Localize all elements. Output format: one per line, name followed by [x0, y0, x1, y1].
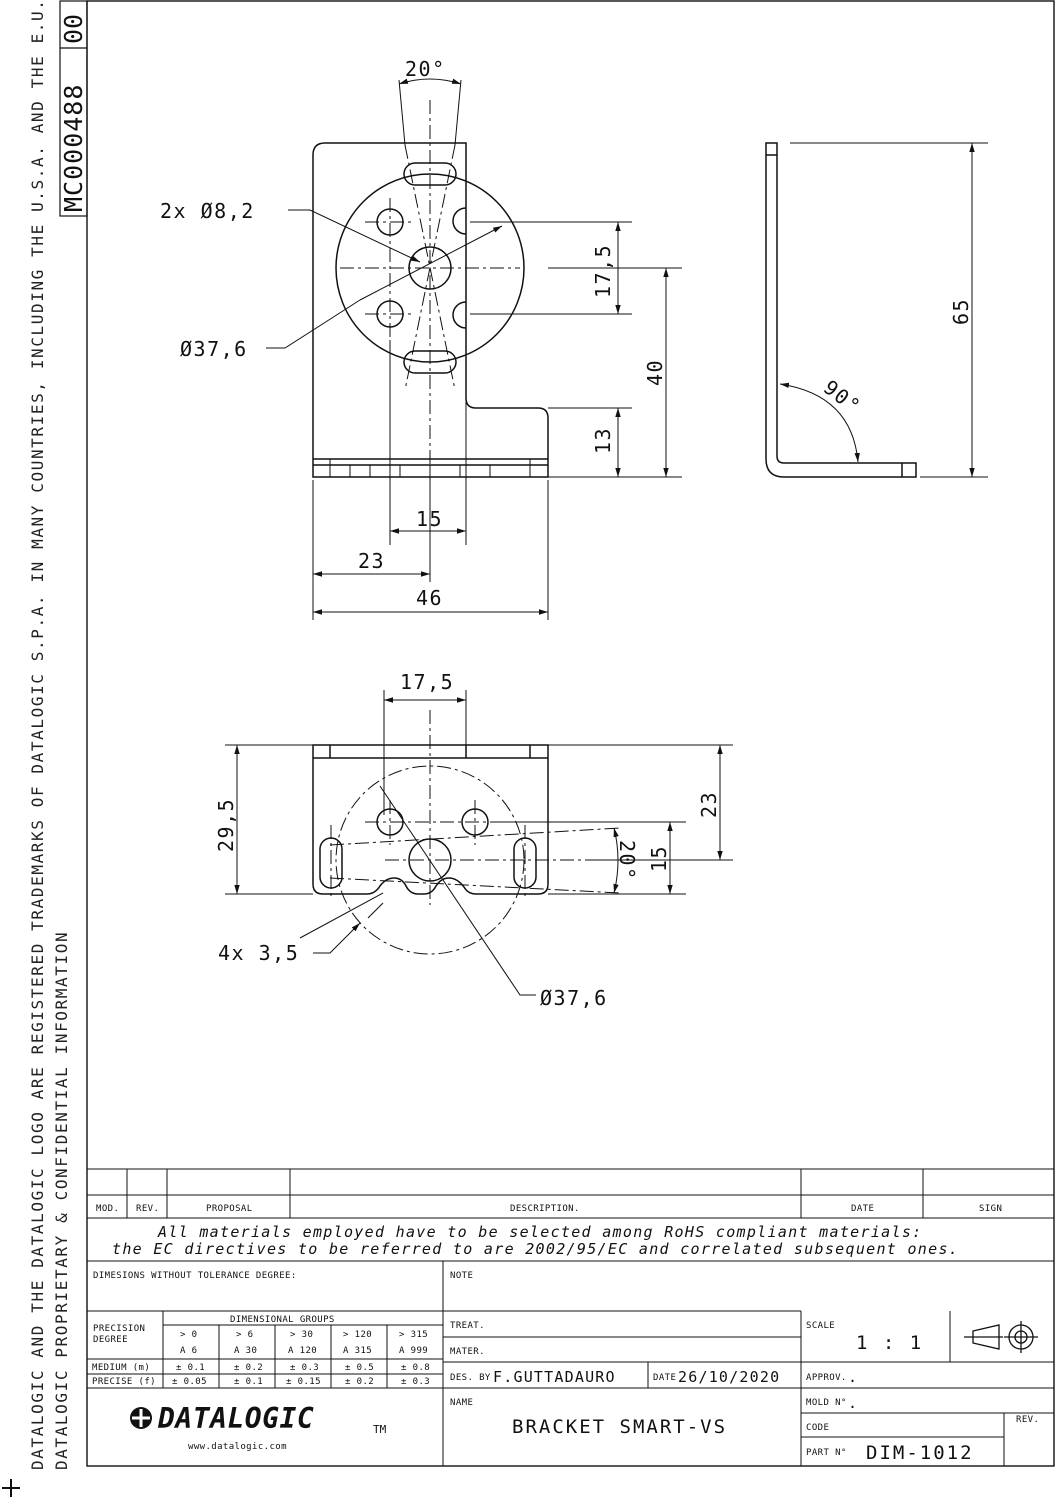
- bottom-view-dimension-lines: [225, 690, 733, 996]
- dim-side-65: 65: [949, 298, 973, 325]
- precise-value-cell: ± 0.1: [234, 1377, 263, 1387]
- treat-label: TREAT.: [450, 1321, 485, 1331]
- precise-values-row: ± 0.05 ± 0.1 ± 0.15 ± 0.2 ± 0.3: [172, 1377, 430, 1387]
- datalogic-logo: DATALOGIC TM: [130, 1402, 387, 1436]
- precise-value-cell: ± 0.15: [286, 1377, 321, 1387]
- date-label: DATE: [653, 1373, 676, 1383]
- group-top-cell: > 0: [180, 1330, 197, 1340]
- part-number-value: DIM-1012: [866, 1442, 974, 1464]
- group-top-cell: > 315: [399, 1330, 428, 1340]
- tolerance-title: DIMESIONS WITHOUT TOLERANCE DEGREE:: [93, 1271, 297, 1281]
- dim-groups-label: DIMENSIONAL GROUPS: [230, 1315, 335, 1325]
- des-by-label: DES. BY: [450, 1373, 491, 1383]
- medium-label: MEDIUM (m): [92, 1363, 150, 1373]
- group-top-cell: > 30: [290, 1330, 313, 1340]
- confidential-legend: DATALOGIC PROPRIETARY & CONFIDENTIAL INF…: [52, 930, 71, 1470]
- dim-h-23: 23: [358, 549, 385, 573]
- front-view-dimension-lines: [266, 78, 682, 620]
- precise-value-cell: ± 0.3: [401, 1377, 430, 1387]
- part-name: BRACKET SMART-VS: [512, 1416, 727, 1438]
- medium-values-row: ± 0.1 ± 0.2 ± 0.3 ± 0.5 ± 0.8: [176, 1363, 430, 1373]
- medium-value-cell: ± 0.5: [345, 1363, 374, 1373]
- group-bottom-cell: A 120: [288, 1346, 317, 1356]
- dim-diameter-bottom: Ø37,6: [540, 986, 608, 1010]
- scale-value: 1 : 1: [856, 1332, 923, 1354]
- dim-bottom-23: 23: [697, 791, 721, 818]
- title-block-grid: [87, 1260, 1054, 1467]
- precision-label-1: PRECISION: [93, 1324, 145, 1334]
- group-bottom-cell: A 999: [399, 1346, 428, 1356]
- note-label: NOTE: [450, 1271, 473, 1281]
- logo-tm: TM: [373, 1423, 387, 1436]
- mater-label: MATER.: [450, 1347, 485, 1357]
- front-view-centerlines: [340, 100, 520, 480]
- precise-value-cell: ± 0.05: [172, 1377, 207, 1387]
- mold-value: .: [848, 1394, 858, 1412]
- part-number-label: PART N°: [806, 1448, 847, 1458]
- side-view-dimension-lines: [779, 142, 988, 478]
- dim-h-15: 15: [416, 507, 443, 531]
- dim-side-angle: 90°: [819, 375, 866, 419]
- mold-label: MOLD N°: [806, 1398, 847, 1408]
- group-bottom-cell: A 30: [234, 1346, 257, 1356]
- dim-bottom-17-5: 17,5: [400, 670, 454, 694]
- groups-top-row: > 0 > 6 > 30 > 120 > 315: [180, 1330, 428, 1340]
- website-text: www.datalogic.com: [188, 1442, 287, 1452]
- dim-bottom-angle: 20°: [615, 840, 639, 881]
- logo-wordmark: DATALOGIC: [157, 1402, 314, 1435]
- dim-holes-4x: 4x 3,5: [218, 941, 299, 965]
- medium-value-cell: ± 0.3: [290, 1363, 319, 1373]
- rev-header-mod: MOD.: [96, 1204, 119, 1214]
- dim-diameter-top: Ø37,6: [180, 337, 248, 361]
- group-bottom-cell: A 315: [343, 1346, 372, 1356]
- rev-header-proposal: PROPOSAL: [206, 1204, 253, 1214]
- medium-value-cell: ± 0.2: [234, 1363, 263, 1373]
- drawing-code-rev: 00: [59, 14, 88, 44]
- scale-label: SCALE: [806, 1321, 835, 1331]
- name-label: NAME: [450, 1398, 473, 1408]
- rev-header-rev: REV.: [136, 1204, 159, 1214]
- dim-v-17-5: 17,5: [591, 244, 615, 298]
- rev-header-sign: SIGN: [979, 1204, 1002, 1214]
- precise-label: PRECISE (f): [92, 1377, 156, 1387]
- precise-value-cell: ± 0.2: [345, 1377, 374, 1387]
- medium-value-cell: ± 0.8: [401, 1363, 430, 1373]
- date-value: 26/10/2020: [678, 1368, 780, 1386]
- drawing-code-box: MC000488 00: [59, 0, 88, 217]
- approv-value: .: [848, 1368, 858, 1386]
- dim-holes-2x: 2x Ø8,2: [160, 199, 255, 223]
- registration-mark: [2, 1479, 20, 1497]
- rev-label: REV.: [1016, 1415, 1039, 1425]
- dim-h-46: 46: [416, 586, 443, 610]
- groups-bottom-row: A 6 A 30 A 120 A 315 A 999: [180, 1346, 428, 1356]
- trademark-legend: DATALOGIC AND THE DATALOGIC LOGO ARE REG…: [28, 0, 47, 1470]
- rev-header-description: DESCRIPTION.: [510, 1204, 580, 1214]
- bottom-view-centerlines: [329, 710, 621, 955]
- dim-bottom-15: 15: [647, 845, 671, 872]
- approv-label: APPROV.: [806, 1373, 847, 1383]
- medium-value-cell: ± 0.1: [176, 1363, 205, 1373]
- dim-v-13: 13: [591, 427, 615, 454]
- group-top-cell: > 120: [343, 1330, 372, 1340]
- revision-table: [87, 1168, 1054, 1219]
- rev-header-date: DATE: [851, 1204, 874, 1214]
- rohs-note-line-1: All materials employed have to be select…: [157, 1223, 922, 1241]
- dim-bottom-29-5: 29,5: [214, 798, 238, 852]
- rohs-note-line-2: the EC directives to be referred to are …: [112, 1240, 959, 1258]
- projection-symbol-icon: [964, 1321, 1038, 1353]
- group-bottom-cell: A 6: [180, 1346, 197, 1356]
- des-by-value: F.GUTTADAURO: [493, 1368, 616, 1386]
- code-label: CODE: [806, 1423, 829, 1433]
- precision-label-2: DEGREE: [93, 1335, 128, 1345]
- group-top-cell: > 6: [236, 1330, 253, 1340]
- dim-v-40: 40: [643, 359, 667, 386]
- side-view: [765, 142, 917, 478]
- dim-angle-top: 20°: [405, 57, 446, 81]
- drawing-code: MC000488: [59, 84, 88, 212]
